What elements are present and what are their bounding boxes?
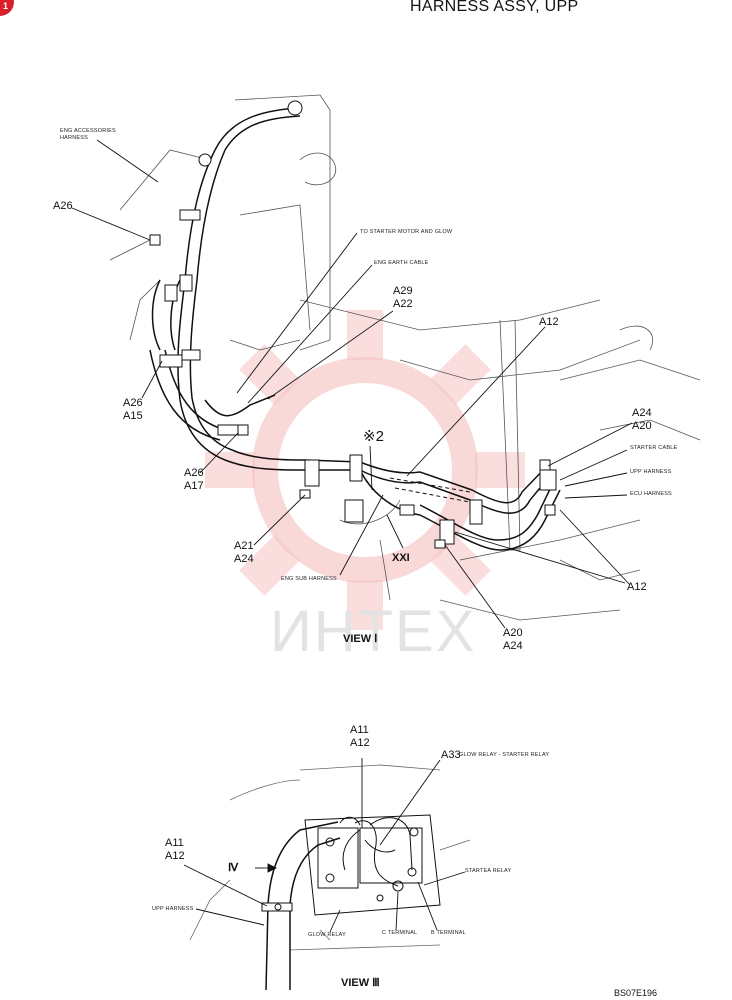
label-a33: A33 [441,749,461,761]
label-a26-a17: A26 A17 [184,467,204,492]
label-a29-a22: A29 A22 [393,285,413,310]
page-title: HARNESS ASSY, UPP [410,0,579,15]
mark-note-2: ※2 [363,428,384,445]
label-a12-right: A12 [627,581,647,593]
note-eng-earth-cable: ENG EARTH CABLE [374,260,429,266]
note-eng-accessories-text: ENG ACCESSORIES HARNESS [60,128,116,141]
note-ecu-harness: ECU HARNESS [630,491,672,497]
label-view-iv: Ⅳ [228,862,239,874]
note-c-terminal: C TERMINAL [382,930,418,936]
note-upp-harness-iii: UPP HARNESS [152,906,194,912]
label-a12-top: A12 [539,316,559,328]
view-i-caption: VIEW Ⅰ [343,633,378,645]
label-a11-a12-top: A11 A12 [350,724,370,749]
note-glow-starter-relay: GLOW RELAY - STARTER RELAY [459,752,550,758]
label-a24-a20: A24 A20 [632,407,652,432]
note-startea-relay: STARTEA RELAY [465,868,512,874]
note-eng-accessories-harness: ENG ACCESSORIES HARNESS [60,128,116,142]
note-to-starter-motor: TO STARTER MOTOR AND GLOW [360,229,453,235]
label-a20-a24: A20 A24 [503,627,523,652]
label-view-xxi: XXI [392,552,410,564]
note-eng-sub-harness: ENG SUB HARNESS [281,576,337,582]
label-a26-a15: A26 A15 [123,397,143,422]
note-starter-cable: STARTER CABLE [630,445,678,451]
label-a21-a24: A21 A24 [234,540,254,565]
note-b-terminal: B TERMINAL [431,930,466,936]
label-a26-top: A26 [53,200,73,212]
view-iii-caption: VIEW Ⅲ [341,977,380,989]
note-glow-relay: GLOW RELAY [308,932,346,938]
doc-code: BS07E196 [614,988,658,998]
watermark-text: ИНТЕХ [270,599,477,664]
label-a11-a12-left: A11 A12 [165,837,185,862]
note-upp-harness: UPP HARNESS [630,469,672,475]
